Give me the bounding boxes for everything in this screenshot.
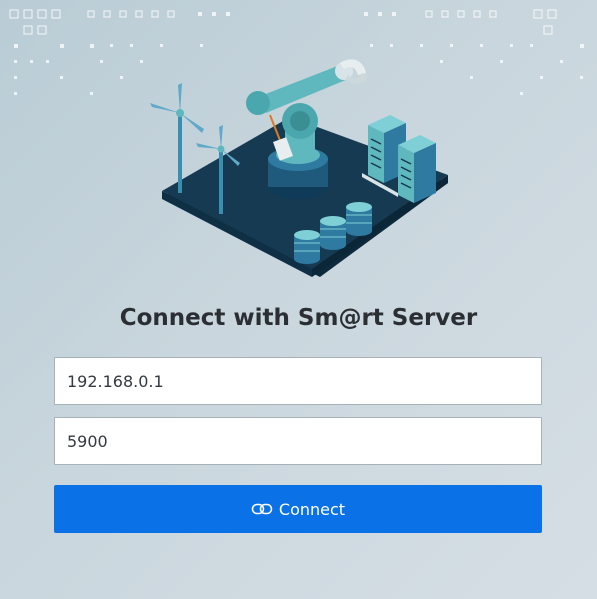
database-icon (294, 202, 372, 264)
port-input[interactable] (54, 417, 542, 465)
connect-button[interactable]: Connect (54, 485, 542, 533)
ip-address-input[interactable] (54, 357, 542, 405)
page-title: Connect with Sm@rt Server (119, 305, 478, 331)
server-rack-icon (362, 115, 436, 203)
smart-factory-illustration (150, 59, 448, 277)
wind-turbine-icon (150, 83, 204, 193)
link-icon (251, 501, 273, 517)
background-dot-pattern (9, 9, 584, 95)
robot-arm-icon (246, 59, 368, 199)
wind-turbine-icon (196, 125, 240, 214)
connect-button-label: Connect (278, 499, 346, 519)
